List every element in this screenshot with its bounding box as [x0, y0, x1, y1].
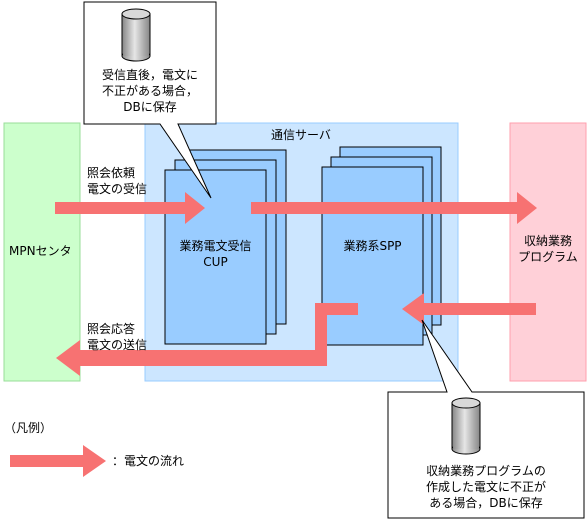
arrow-incoming [55, 192, 205, 224]
cup-stack [164, 149, 287, 345]
arrow-program-to-spp [402, 293, 536, 325]
callout-top-box [83, 1, 217, 199]
program-label-line2: プログラム [518, 250, 578, 265]
callout-bottom-box [387, 319, 585, 519]
callout-top-line2: 不正がある場合， [101, 84, 198, 99]
comm-server-title: 通信サーバ [271, 128, 331, 142]
callout-bottom-line3: ある場合，DBに保存 [429, 496, 543, 511]
program-label: 収納業務 プログラム [510, 233, 586, 265]
incoming-label-line1: 照会依頼 [87, 166, 136, 180]
program-label-line1: 収納業務 [523, 234, 572, 248]
callout-top-line1: 受信直後，電文に [101, 68, 198, 82]
incoming-label: 照会依頼 電文の受信 [87, 165, 147, 197]
message-arrows [10, 192, 537, 477]
cup-label-line1: 業務電文受信 [179, 239, 252, 253]
callout-bottom-line2: 作成した電文に不正が [425, 480, 546, 495]
cup-label-line2: CUP [203, 255, 228, 270]
incoming-label-line2: 電文の受信 [87, 182, 148, 197]
outgoing-label-line2: 電文の送信 [87, 338, 148, 353]
legend-title: （凡例） [4, 421, 53, 435]
outgoing-label-line1: 照会応答 [87, 322, 136, 336]
callout-top-line3: DBに保存 [123, 100, 177, 115]
spp-stack [321, 146, 442, 346]
callout-top-text: 受信直後，電文に 不正がある場合， DBに保存 [86, 67, 214, 116]
mpn-center-label: MPNセンタ [9, 244, 72, 258]
legend-arrow-label: ：電文の流れ [112, 454, 185, 468]
database-icon [451, 397, 481, 455]
database-icon [121, 8, 151, 62]
callout-bottom-text: 収納業務プログラムの 作成した電文に不正が ある場合，DBに保存 [390, 463, 582, 512]
callout-bottom-line1: 収納業務プログラムの [426, 464, 546, 478]
outgoing-label: 照会応答 電文の送信 [87, 321, 147, 353]
spp-label: 業務系SPP [343, 239, 402, 253]
program-box [509, 122, 587, 382]
cup-label: 業務電文受信 CUP [165, 238, 266, 270]
arrow-outgoing [56, 303, 358, 376]
mpn-center-box [3, 122, 81, 382]
legend-arrow [10, 445, 106, 477]
arrow-cup-to-program [251, 192, 537, 224]
